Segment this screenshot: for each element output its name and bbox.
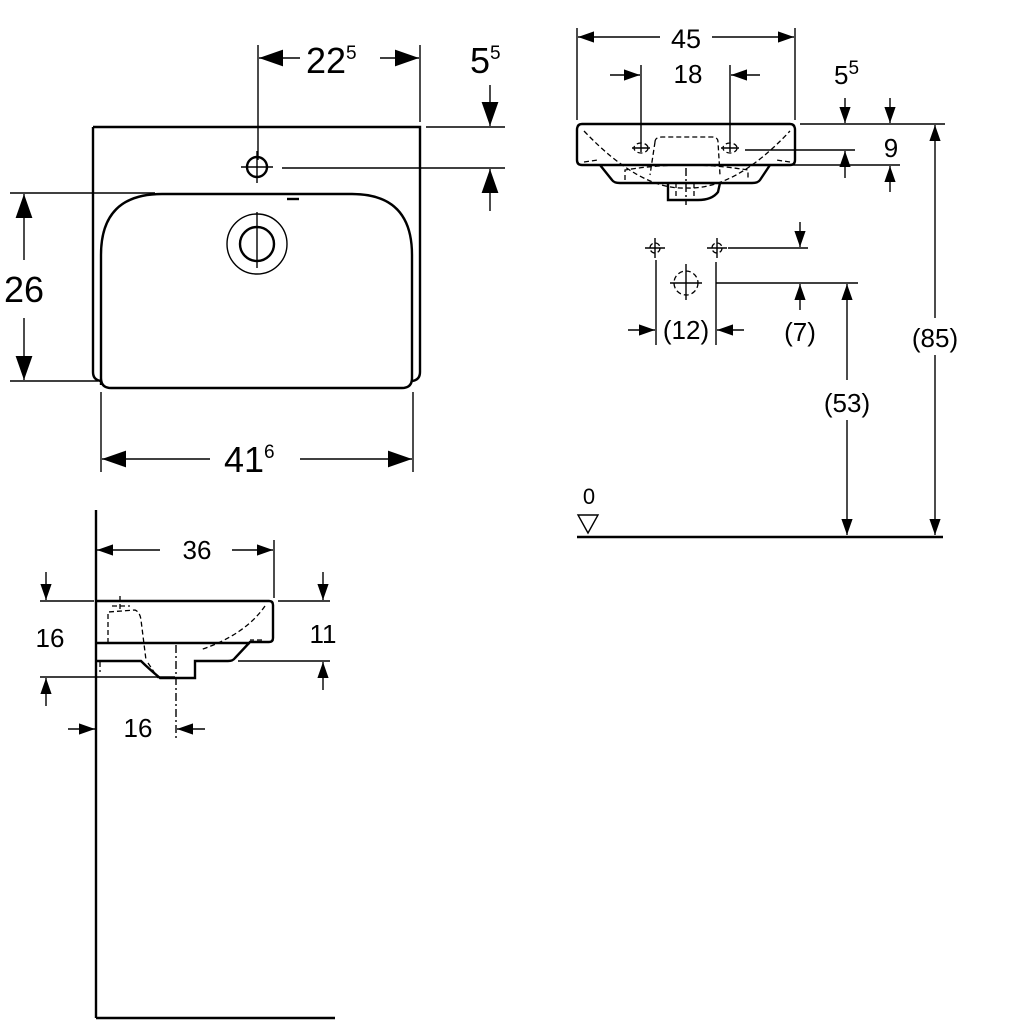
dim-total-height-side: 16: [36, 623, 65, 653]
hole-right-icon: [707, 238, 727, 258]
hole-left-icon: [645, 238, 665, 258]
floor-level-label: 0: [583, 484, 595, 509]
tap-hole-icon: [241, 151, 273, 183]
bowl-outline: [99, 192, 414, 390]
dim-rim-height: 9: [884, 133, 898, 163]
dim-total-height: (85): [912, 323, 958, 353]
plan-view: 225 55 26 416: [4, 40, 505, 480]
front-view: 45 18 55 9: [575, 24, 958, 539]
dim-front-width: 45: [671, 24, 701, 54]
dim-projection: 36: [183, 535, 212, 565]
side-view: 36 16 11 16: [36, 510, 337, 1020]
basin-side-outline: [96, 599, 275, 680]
dim-drain-height: (53): [824, 388, 870, 418]
dim-drain-offset: 16: [124, 713, 153, 743]
dim-hole-spacing: (12): [663, 315, 709, 345]
drain-icon: [226, 197, 299, 275]
dim-tap-width: 225: [306, 40, 357, 81]
dim-tap-spacing: 18: [674, 59, 703, 89]
dim-depth: 26: [4, 269, 44, 310]
drain-hole-icon: [670, 264, 702, 300]
dim-front-height: 11: [310, 619, 337, 649]
dim-tap-offset: 55: [470, 40, 501, 81]
basin-outline: [91, 125, 422, 383]
dim-hole-drop: (7): [784, 317, 816, 347]
dim-rim-offset: 55: [834, 58, 859, 90]
dim-width: 416: [224, 439, 275, 480]
level-marker-icon: [576, 514, 600, 535]
